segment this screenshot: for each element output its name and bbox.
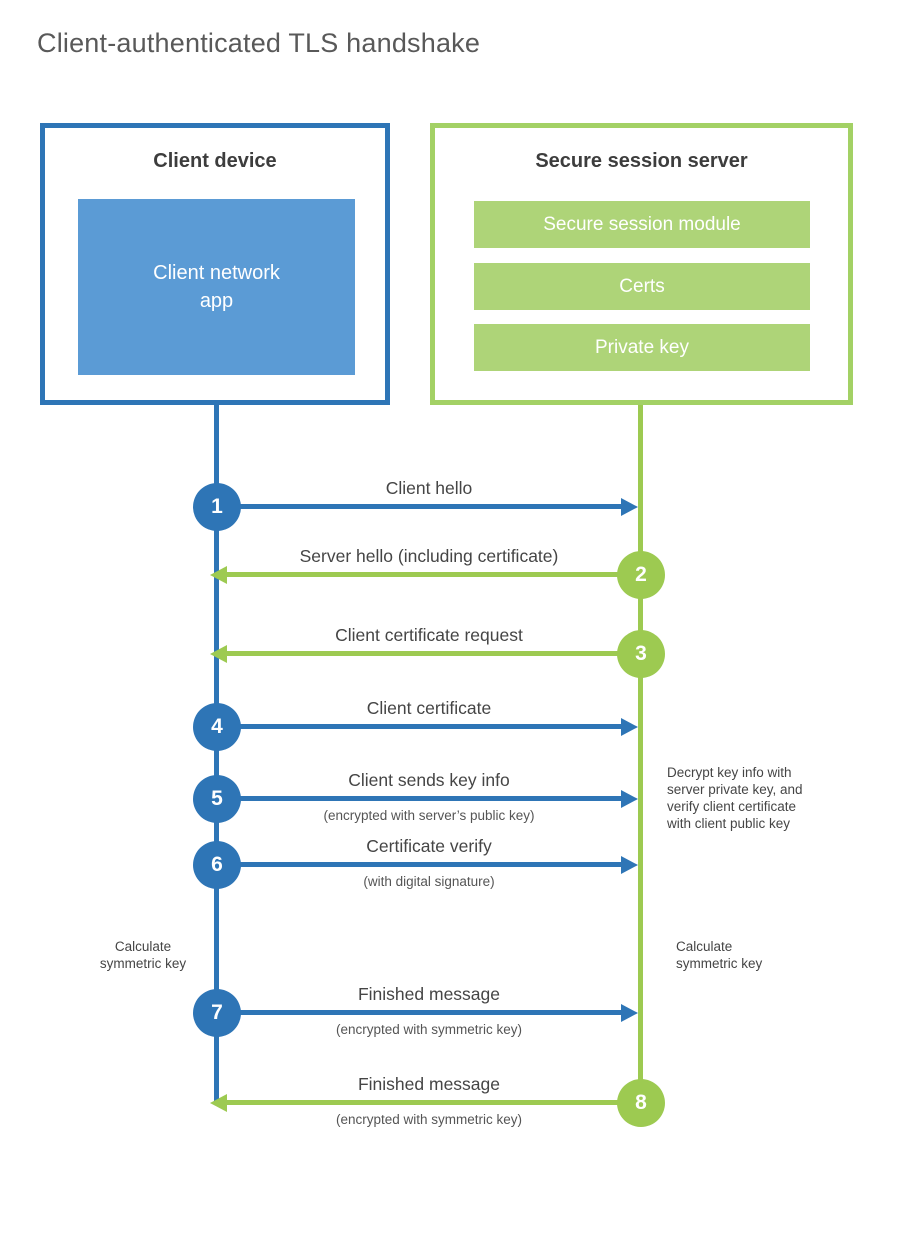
step4-label: Client certificate bbox=[366, 698, 492, 718]
calculate-symmetric-key-client-note: Calculate symmetric key bbox=[99, 939, 187, 971]
step4-arrow-line bbox=[240, 724, 622, 729]
client-lifeline bbox=[214, 405, 219, 1103]
step1-arrow-line bbox=[240, 504, 622, 509]
client-network-app-box: Client network app bbox=[78, 199, 355, 375]
step3-arrow-line bbox=[227, 651, 618, 656]
server-module-certs: Certs bbox=[474, 263, 810, 310]
secure-session-server-box: Secure session server Secure session mod… bbox=[430, 123, 853, 405]
step7-arrowhead-icon bbox=[621, 1004, 638, 1022]
step8-number-badge: 8 bbox=[617, 1079, 665, 1127]
step7-label: Finished message bbox=[357, 984, 501, 1004]
step6-label: Certificate verify bbox=[366, 836, 492, 856]
step6-number-badge: 6 bbox=[193, 841, 241, 889]
step4-number-badge: 4 bbox=[193, 703, 241, 751]
decrypt-key-note: Decrypt key info with server private key… bbox=[667, 765, 803, 831]
step5-number-badge: 5 bbox=[193, 775, 241, 823]
step7-arrow-line bbox=[240, 1010, 622, 1015]
step7-sublabel: (encrypted with symmetric key) bbox=[335, 1022, 523, 1037]
step8-label: Finished message bbox=[357, 1074, 501, 1094]
step8-arrow-line bbox=[227, 1100, 618, 1105]
step5-arrow-line bbox=[240, 796, 622, 801]
step3-label: Client certificate request bbox=[335, 625, 523, 645]
page-title: Client-authenticated TLS handshake bbox=[37, 28, 481, 58]
step1-arrowhead-icon bbox=[621, 498, 638, 516]
step3-number-badge: 3 bbox=[617, 630, 665, 678]
step1-label: Client hello bbox=[385, 478, 473, 498]
step7-number-badge: 7 bbox=[193, 989, 241, 1037]
step4-arrowhead-icon bbox=[621, 718, 638, 736]
client-device-box: Client device Client network app bbox=[40, 123, 390, 405]
step2-number-badge: 2 bbox=[617, 551, 665, 599]
secure-session-server-title: Secure session server bbox=[535, 150, 748, 172]
step1-number-badge: 1 bbox=[193, 483, 241, 531]
step5-label: Client sends key info bbox=[348, 770, 510, 790]
step3-arrowhead-icon bbox=[210, 645, 227, 663]
step2-label: Server hello (including certificate) bbox=[299, 546, 559, 566]
server-lifeline bbox=[638, 405, 643, 1103]
step6-arrowhead-icon bbox=[621, 856, 638, 874]
calculate-symmetric-key-server-note: Calculate symmetric key bbox=[676, 939, 763, 971]
server-module-secure-session: Secure session module bbox=[474, 201, 810, 248]
step8-sublabel: (encrypted with symmetric key) bbox=[335, 1112, 523, 1127]
step5-arrowhead-icon bbox=[621, 790, 638, 808]
client-device-title: Client device bbox=[153, 150, 277, 172]
step2-arrow-line bbox=[227, 572, 618, 577]
step5-sublabel: (encrypted with server’s public key) bbox=[323, 808, 535, 823]
server-module-private-key: Private key bbox=[474, 324, 810, 371]
step8-arrowhead-icon bbox=[210, 1094, 227, 1112]
step6-arrow-line bbox=[240, 862, 622, 867]
step6-sublabel: (with digital signature) bbox=[363, 874, 495, 889]
step2-arrowhead-icon bbox=[210, 566, 227, 584]
